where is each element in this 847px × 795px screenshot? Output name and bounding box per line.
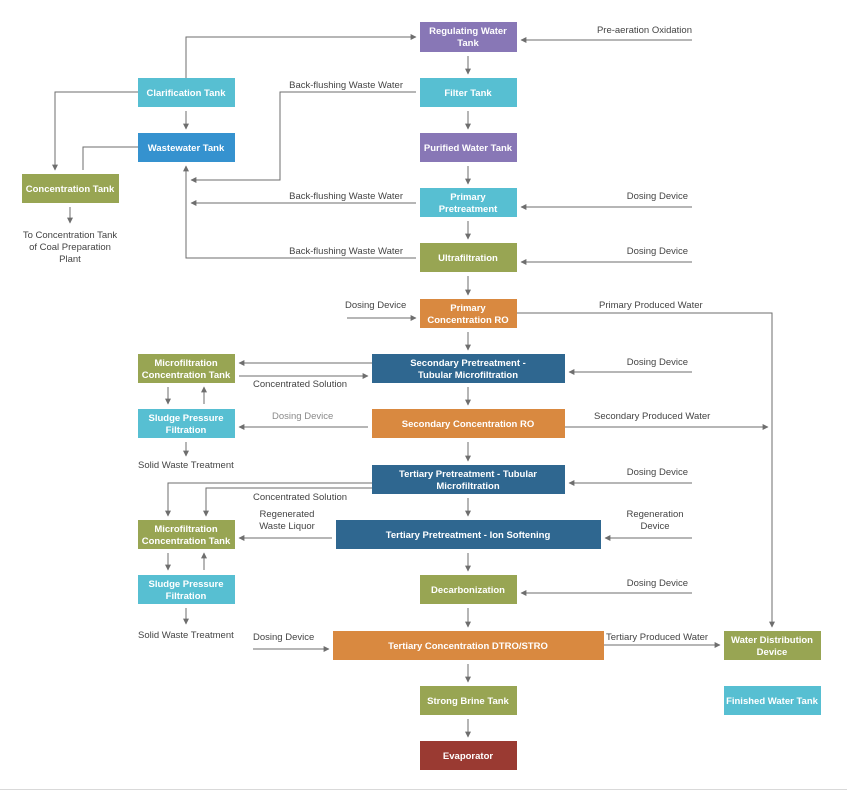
purified-water-tank-label: Purified Water Tank [424, 143, 513, 154]
primary-concentration-ro-box: Primary Concentration RO [420, 299, 517, 328]
finished-water-tank-box: Finished Water Tank [724, 686, 821, 715]
clarification-tank-box: Clarification Tank [138, 78, 235, 107]
microfiltration-concentration-tank-1-box: Microfiltration Concentration Tank [138, 354, 235, 383]
connector-tp-to-mf2-a [165, 482, 372, 517]
tertiary-pretreatment-mf-label-1: Tertiary Pretreatment - Tubular [399, 469, 537, 480]
primary-pretreatment-box: Primary Pretreatment [420, 188, 517, 217]
sludge-pressure-filtration-1-box: Sludge Pressure Filtration [138, 409, 235, 438]
to-coal-preparation-label-2: of Coal Preparation [29, 242, 111, 253]
dosing-dtro-label: Dosing Device [253, 632, 314, 643]
to-coal-preparation-label-1: To Concentration Tank [23, 230, 118, 241]
solid-waste-treatment-label-1: Solid Waste Treatment [138, 460, 234, 471]
mf-conc-2-label-1: Microfiltration [154, 524, 218, 535]
connector-backflush-3 [183, 165, 416, 259]
connector-wastew-to-conc [82, 146, 138, 170]
connector-primary-produced [517, 312, 775, 628]
water-distribution-device-box: Water Distribution Device [724, 631, 821, 660]
primary-pretreatment-label-1: Primary [450, 192, 486, 203]
secondary-concentration-ro-box: Secondary Concentration RO [372, 409, 565, 438]
concentration-tank-box: Concentration Tank [22, 174, 119, 203]
connector-clar-to-conc [52, 91, 138, 171]
tertiary-pretreatment-ion-softening-box: Tertiary Pretreatment - Ion Softening [336, 520, 601, 549]
secondary-pretreatment-label-1: Secondary Pretreatment - [410, 358, 526, 369]
sludge-2-label-2: Filtration [166, 591, 207, 602]
dosing-secondary-pretreatment-label: Dosing Device [627, 357, 688, 368]
connector-lines [52, 34, 775, 738]
water-distribution-label-2: Device [757, 647, 788, 658]
regenerated-waste-liquor-label-1: Regenerated [260, 509, 315, 520]
backflush-label-3: Back-flushing Waste Water [289, 246, 403, 257]
sludge-1-label-2: Filtration [166, 425, 207, 436]
regenerated-waste-liquor-label-2: Waste Liquor [259, 521, 315, 532]
microfiltration-concentration-tank-2-box: Microfiltration Concentration Tank [138, 520, 235, 549]
secondary-pretreatment-label-2: Tubular Microfiltration [418, 370, 518, 381]
dosing-tertiary-pretreatment-label: Dosing Device [627, 467, 688, 478]
backflush-label-2: Back-flushing Waste Water [289, 191, 403, 202]
secondary-concentration-ro-label: Secondary Concentration RO [402, 419, 535, 430]
wastewater-tank-label: Wastewater Tank [148, 143, 225, 154]
evaporator-label: Evaporator [443, 751, 493, 762]
primary-pretreatment-label-2: Pretreatment [439, 204, 498, 215]
secondary-pretreatment-box: Secondary Pretreatment - Tubular Microfi… [372, 354, 565, 383]
wastewater-tank-box: Wastewater Tank [138, 133, 235, 162]
mf-conc-1-label-1: Microfiltration [154, 358, 218, 369]
regulating-water-tank-label-2: Tank [457, 38, 479, 49]
clarification-tank-label: Clarification Tank [146, 88, 226, 99]
regulating-water-tank-box: Regulating Water Tank [420, 22, 517, 52]
tertiary-dtro-label: Tertiary Concentration DTRO/STRO [388, 641, 548, 652]
primary-produced-water-label: Primary Produced Water [599, 300, 703, 311]
pre-aeration-label: Pre-aeration Oxidation [597, 25, 692, 36]
finished-water-tank-label: Finished Water Tank [726, 696, 819, 707]
tertiary-ion-softening-label: Tertiary Pretreatment - Ion Softening [386, 530, 551, 541]
primary-concentration-ro-label-2: Concentration RO [427, 315, 508, 326]
water-distribution-label-1: Water Distribution [731, 635, 813, 646]
connector-tp-to-mf2-b [203, 487, 372, 517]
tertiary-pretreatment-microfiltration-box: Tertiary Pretreatment - Tubular Microfil… [372, 465, 565, 494]
backflush-label-1: Back-flushing Waste Water [289, 80, 403, 91]
tertiary-concentration-dtro-box: Tertiary Concentration DTRO/STRO [333, 631, 604, 660]
dosing-device-grey-label: Dosing Device [272, 411, 333, 422]
dosing-decarbonization-label: Dosing Device [627, 578, 688, 589]
sludge-2-label-1: Sludge Pressure [149, 579, 224, 590]
purified-water-tank-box: Purified Water Tank [420, 133, 517, 162]
evaporator-box: Evaporator [420, 741, 517, 770]
concentrated-solution-label-1: Concentrated Solution [253, 379, 347, 390]
decarbonization-box: Decarbonization [420, 575, 517, 604]
filter-tank-label: Filter Tank [444, 88, 492, 99]
dosing-ultrafiltration-label: Dosing Device [627, 246, 688, 257]
decarbonization-label: Decarbonization [431, 585, 505, 596]
sludge-1-label-1: Sludge Pressure [149, 413, 224, 424]
filter-tank-box: Filter Tank [420, 78, 517, 107]
strong-brine-tank-label: Strong Brine Tank [427, 696, 509, 707]
ultrafiltration-box: Ultrafiltration [420, 243, 517, 272]
concentration-tank-label: Concentration Tank [26, 184, 115, 195]
connector-clar-to-reg [185, 34, 417, 78]
mf-conc-1-label-2: Concentration Tank [142, 370, 231, 381]
tertiary-produced-water-label: Tertiary Produced Water [606, 632, 708, 643]
mf-conc-2-label-2: Concentration Tank [142, 536, 231, 547]
concentrated-solution-label-2: Concentrated Solution [253, 492, 347, 503]
strong-brine-tank-box: Strong Brine Tank [420, 686, 517, 715]
ultrafiltration-label: Ultrafiltration [438, 253, 498, 264]
sludge-pressure-filtration-2-box: Sludge Pressure Filtration [138, 575, 235, 604]
dosing-primary-ro-label: Dosing Device [345, 300, 406, 311]
regulating-water-tank-label-1: Regulating Water [429, 26, 507, 37]
bottom-divider [0, 789, 847, 790]
dosing-primary-pretreatment-label: Dosing Device [627, 191, 688, 202]
regeneration-device-label-1: Regeneration [626, 509, 683, 520]
secondary-produced-water-label: Secondary Produced Water [594, 411, 710, 422]
tertiary-pretreatment-mf-label-2: Microfiltration [436, 481, 500, 492]
regeneration-device-label-2: Device [640, 521, 669, 532]
connector-backflush-1 [190, 91, 416, 183]
solid-waste-treatment-label-2: Solid Waste Treatment [138, 630, 234, 641]
primary-concentration-ro-label-1: Primary [450, 303, 486, 314]
to-coal-preparation-label-3: Plant [59, 254, 81, 265]
